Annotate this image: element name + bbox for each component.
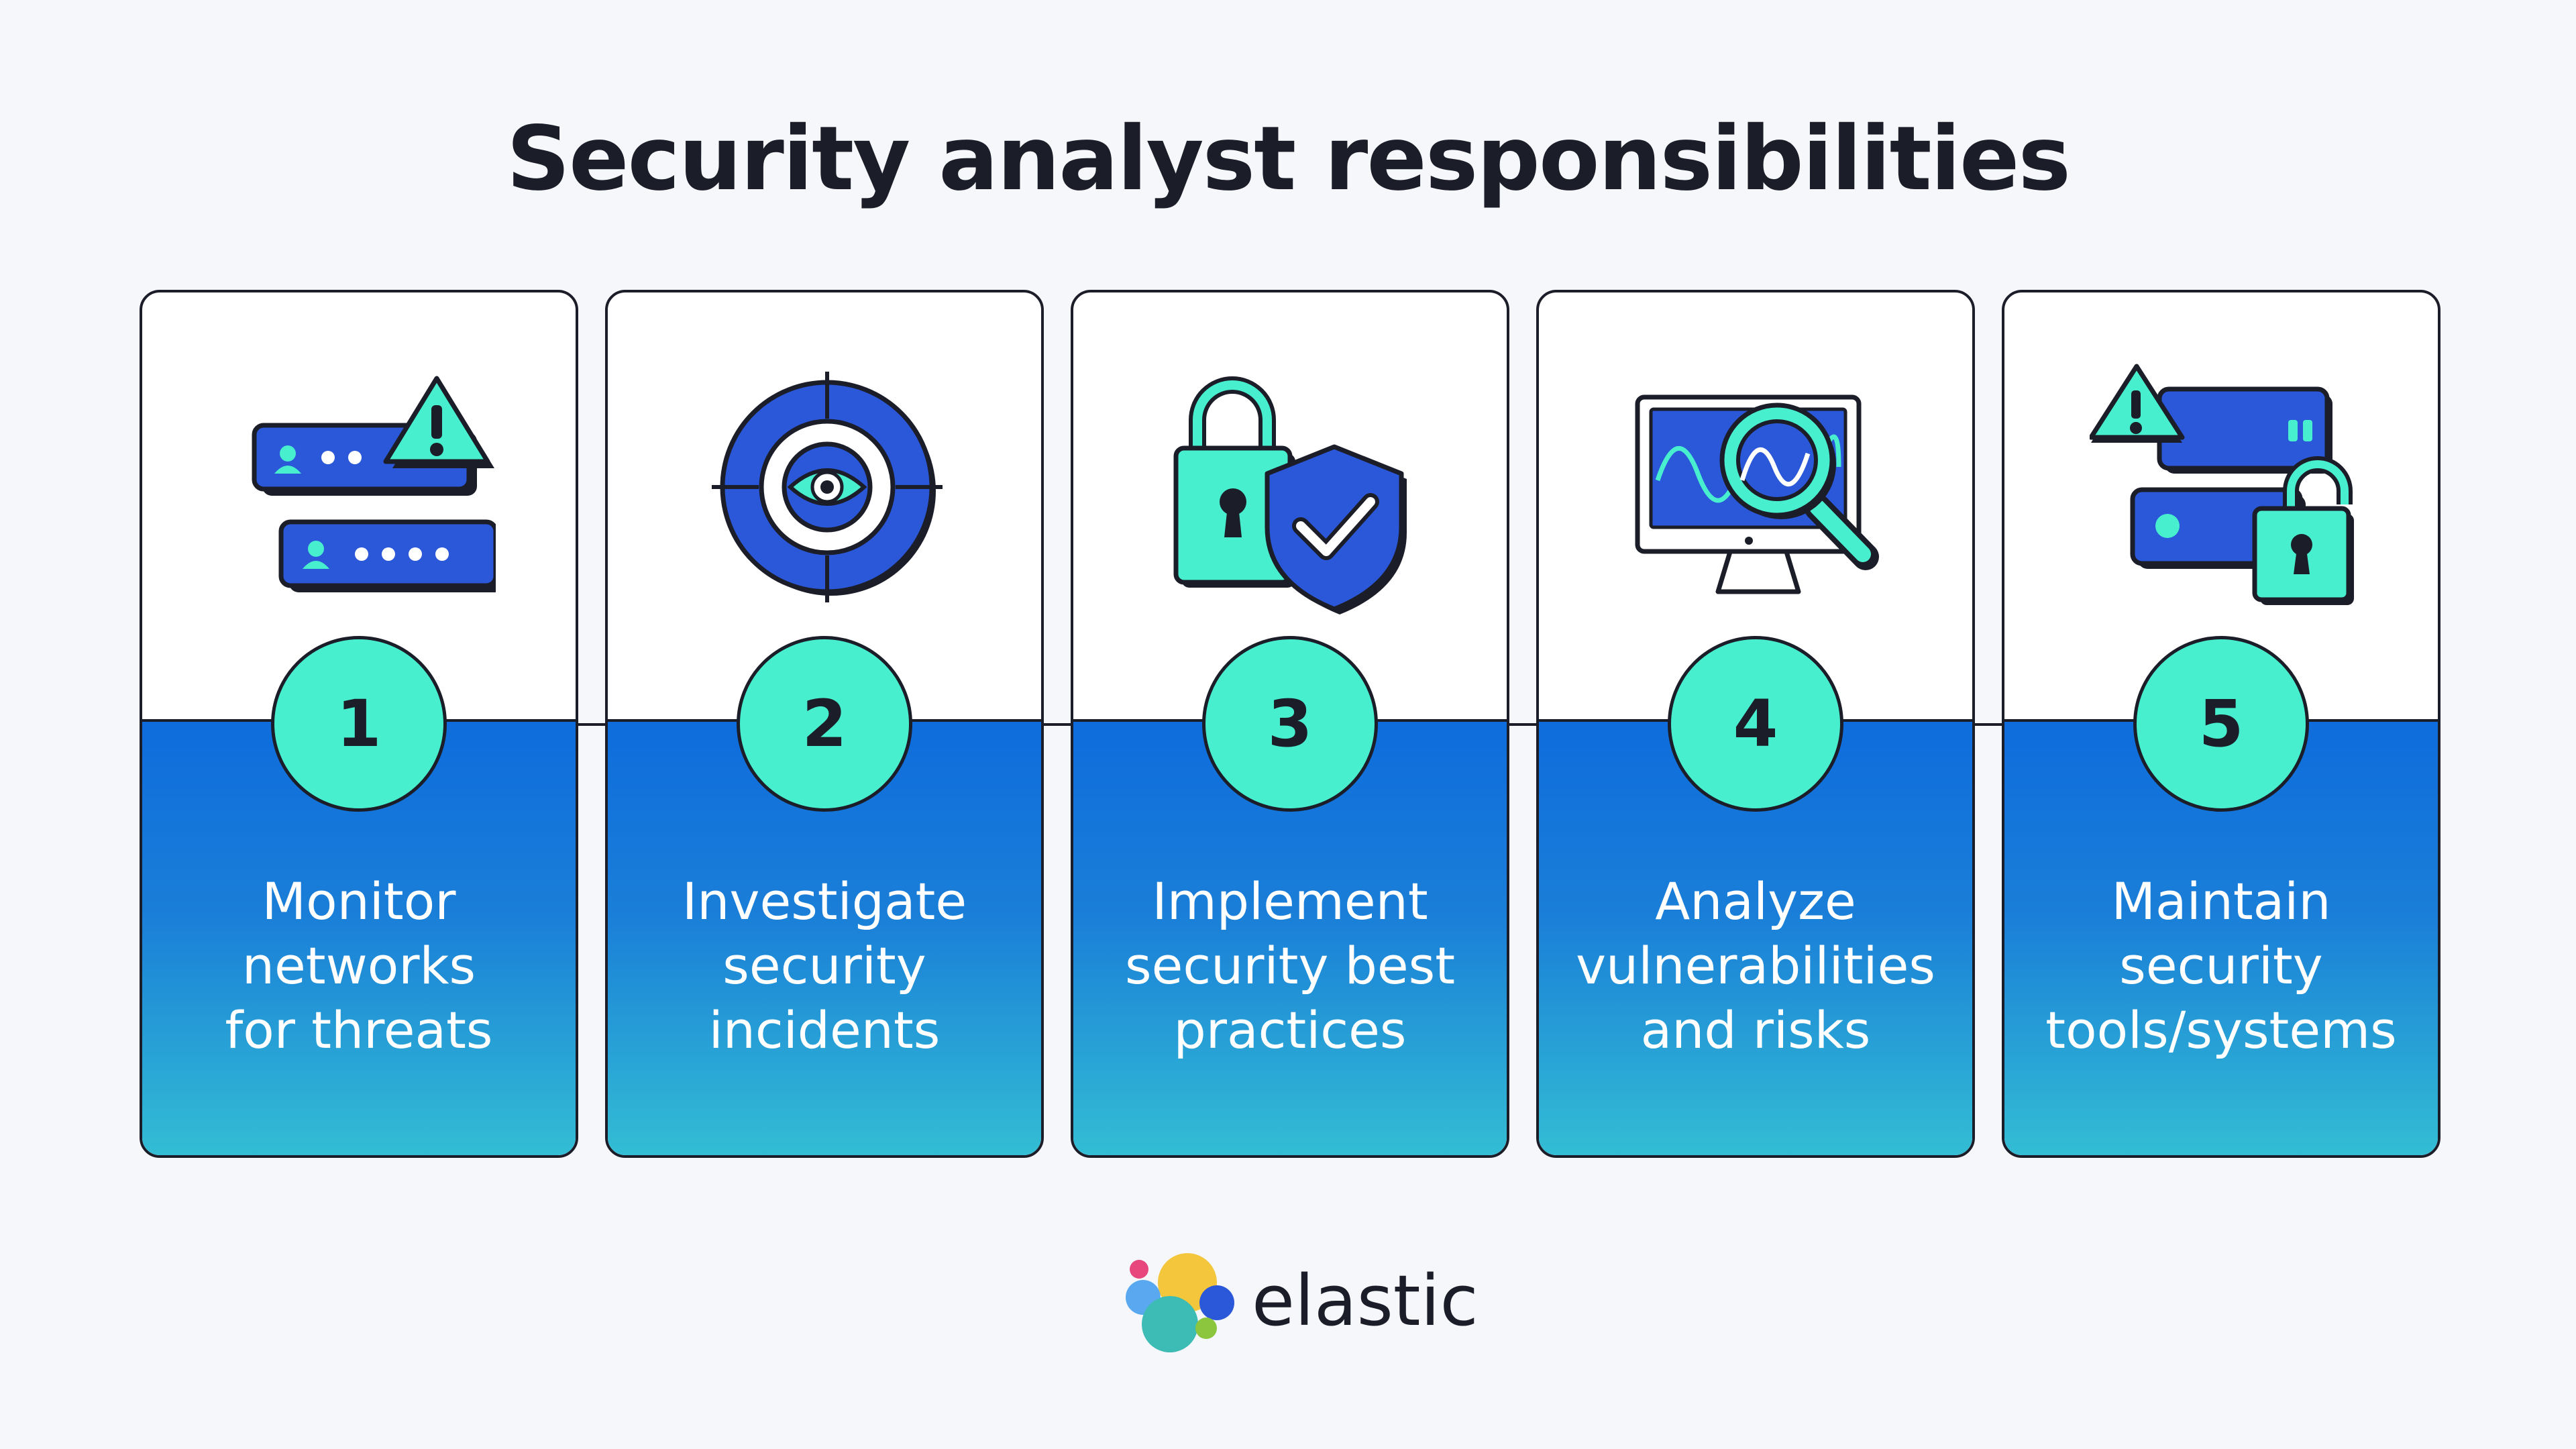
page-title: Security analyst responsibilities xyxy=(506,107,2071,211)
server-lock-icon xyxy=(2090,364,2354,605)
brand-logo: elastic xyxy=(1120,1241,1523,1362)
step-number-badge: 5 xyxy=(2133,636,2309,812)
step-label: Investigate security incidents xyxy=(682,871,967,1060)
connector-line xyxy=(1975,723,2002,726)
step-number-badge: 4 xyxy=(1668,636,1843,812)
connector-line xyxy=(578,723,605,726)
step-number-badge: 1 xyxy=(271,636,447,812)
step-number-badge: 3 xyxy=(1202,636,1378,812)
step-label: Maintain security tools/systems xyxy=(2045,871,2397,1060)
step-card-2: Investigate security incidents xyxy=(605,290,1044,1158)
target-eye-icon xyxy=(712,372,943,602)
connector-line xyxy=(1509,723,1536,726)
step-label: Implement security best practices xyxy=(1125,871,1455,1060)
connector-line xyxy=(1044,723,1071,726)
step-number-badge: 2 xyxy=(737,636,912,812)
step-card-3: Implement security best practices xyxy=(1071,290,1509,1158)
server-alert-icon xyxy=(252,376,496,592)
step-label: Analyze vulnerabilities and risks xyxy=(1576,871,1935,1060)
elastic-logo-icon xyxy=(1126,1253,1234,1352)
monitor-magnifier-icon xyxy=(1635,394,1879,594)
brand-name: elastic xyxy=(1252,1260,1479,1342)
step-label: Monitor networks for threats xyxy=(225,871,493,1060)
lock-shield-icon xyxy=(1173,376,1407,614)
